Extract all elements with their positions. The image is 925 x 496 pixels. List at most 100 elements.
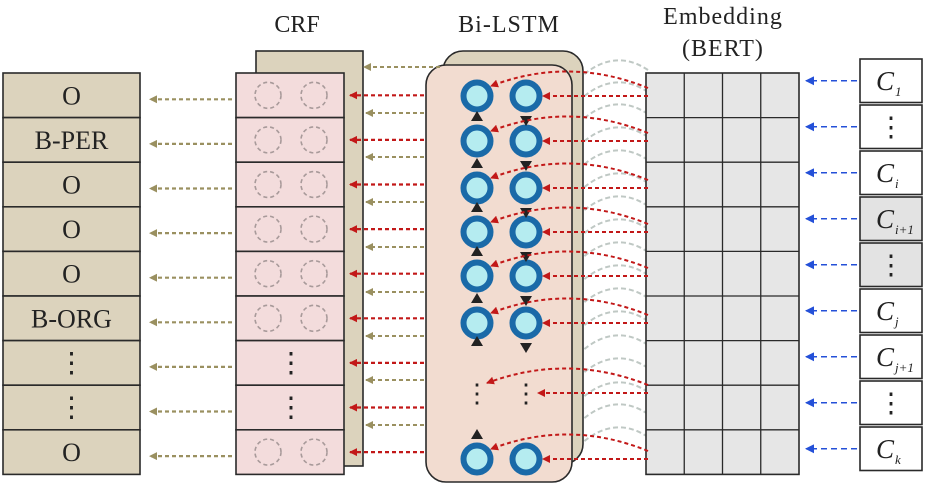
crf-cell [235,428,345,476]
crf-cell [235,72,345,119]
lstm-node [509,442,543,476]
input-subscript: j [893,314,899,329]
output-label: O [62,260,81,289]
input-cell [859,104,923,150]
lstm-node [460,259,494,293]
input-char: ⋮ [878,388,905,418]
crf-state-circle [254,215,282,243]
label-cell [2,72,141,119]
forward-direction-arrow [471,293,483,303]
embedding-to-forward-lstm-arrow [490,162,649,181]
embedding-to-forward-lstm-arrow [490,297,649,316]
embedding-to-forward-lstm-arrow [490,433,649,452]
bilstm-front-panel [425,64,573,483]
embedding-to-lstm-back-arrow [581,218,649,236]
output-label: O [62,171,81,200]
input-char: C [876,434,895,464]
output-label: O [62,438,81,467]
embedding-header-sub: (BERT) [682,36,764,62]
embedding-header: Embedding [663,4,783,30]
crf-state-circle [254,259,282,288]
crf-state-circle [300,438,328,466]
crf-state-circle [300,304,328,333]
label-cell [2,339,141,387]
embedding-to-lstm-back-arrow [581,287,649,305]
input-char: ⋮ [878,250,905,280]
input-char: C [876,66,895,96]
input-char: ⋮ [878,112,905,142]
embedding-to-lstm-back-arrow [581,172,649,190]
input-cell [859,196,923,242]
output-label: B-ORG [31,304,112,333]
backward-direction-arrow [520,343,532,353]
crf-state-circle [300,81,328,110]
input-cell [859,288,923,334]
lstm-node [460,79,494,113]
input-char: C [876,342,895,372]
output-label: B-PER [35,126,109,155]
lstm-ellipsis: ⋮ [464,379,490,408]
crf-cell [235,295,345,342]
embedding-to-forward-lstm-arrow [490,250,649,269]
crf-state-circle [254,170,282,199]
lstm-node [509,306,543,340]
output-label: ⋮ [58,393,86,424]
input-cell [859,426,923,472]
embedding-to-lstm-back-arrow [581,426,649,444]
input-char: C [876,296,895,326]
bert-embedding-grid [645,72,800,476]
crf-state-circle [300,215,328,243]
forward-direction-arrow [471,202,483,212]
crf-cell [235,206,345,253]
lstm-node [509,171,543,205]
crf-state-circle [300,170,328,199]
forward-direction-arrow [471,246,483,256]
label-cell [2,295,141,342]
lstm-ellipsis: ⋮ [513,379,539,408]
connection-arrows-front [149,63,857,463]
backward-direction-arrow [520,161,532,171]
crf-cell [235,161,345,208]
embedding-to-lstm-back-arrow [581,403,649,421]
crf-cell [235,116,345,163]
input-char: C [876,204,895,234]
embedding-to-lstm-back-arrow [581,126,649,144]
input-subscript: 1 [895,84,902,99]
crf-ellipsis: ⋮ [277,348,305,379]
embedding-to-lstm-back-arrow [581,241,649,259]
crf-header: CRF [274,12,319,38]
embedding-to-lstm-back-arrow [581,357,649,375]
input-cell [859,380,923,426]
embedding-to-lstm-back-arrow [581,334,649,352]
embedding-to-forward-lstm-arrow [490,206,649,225]
forward-direction-arrow [471,111,483,121]
embedding-to-lstm-back-arrow [581,310,649,328]
embedding-to-lstm-back-arrow [581,59,649,77]
input-subscript: j+1 [893,360,914,375]
label-cell [2,116,141,163]
embedding-to-forward-lstm-arrow [490,70,649,89]
label-cell [2,250,141,297]
bilstm-layer: ⋮⋮ [425,50,584,483]
crf-layer: ⋮⋮ [235,50,364,476]
forward-direction-arrow [471,336,483,346]
label-cell [2,428,141,476]
backward-direction-arrow [520,116,532,126]
forward-direction-arrow [471,429,483,439]
input-subscript: i+1 [895,222,914,237]
input-cell [859,334,923,380]
lstm-node [509,215,543,249]
crf-state-circle [254,304,282,333]
label-cell [2,206,141,253]
input-cell [859,242,923,288]
output-label: O [62,81,81,110]
output-label: ⋮ [58,348,86,379]
backward-direction-arrow [520,296,532,306]
crf-state-circle [300,126,328,154]
input-cell [859,150,923,196]
output-label: O [62,215,81,244]
input-char: C [876,158,895,188]
lstm-node [509,79,543,113]
embedding-to-lstm-back-arrow [581,81,649,99]
